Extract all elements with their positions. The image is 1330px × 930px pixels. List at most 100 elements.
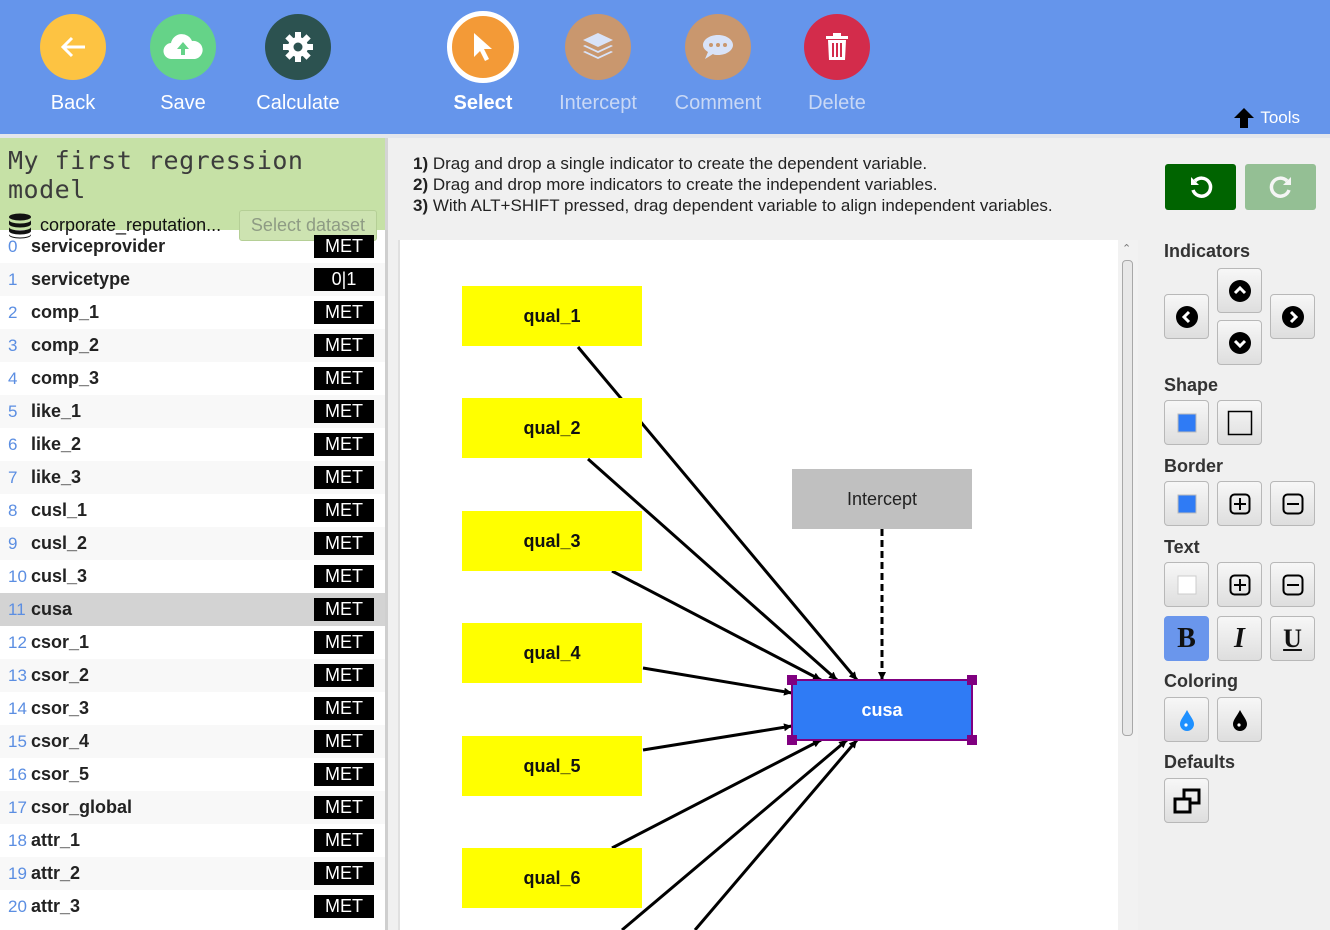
text-size-increase-button[interactable] [1217,562,1262,607]
variable-type-badge[interactable]: MET [314,433,374,456]
move-down-button[interactable] [1217,320,1262,365]
variable-type-badge[interactable]: MET [314,532,374,555]
model-canvas[interactable]: qual_1 qual_2 qual_3 qual_4 qual_5 qual_6 Inte… [398,240,1118,930]
shape-fill-button[interactable] [1164,400,1209,445]
redo-button[interactable] [1245,164,1316,210]
text-color-button[interactable] [1164,562,1209,607]
variable-type-badge[interactable]: MET [314,730,374,753]
move-up-button[interactable] [1217,268,1262,313]
regression-path-arrow[interactable] [587,457,838,682]
calculate-button[interactable]: Calculate [243,14,353,115]
variable-type-badge[interactable]: MET [314,598,374,621]
select-tool-button[interactable]: Select [428,11,538,115]
independent-variable-node[interactable]: qual_3 [462,511,642,571]
tools-toggle[interactable]: Tools [1232,106,1300,130]
variable-type-badge[interactable]: MET [314,697,374,720]
independent-variable-node[interactable]: qual_1 [462,286,642,346]
canvas-scrollbar[interactable]: ⌃ [1118,240,1138,930]
independent-variable-node[interactable]: qual_2 [462,398,642,458]
move-right-button[interactable] [1270,294,1315,339]
variable-type-badge[interactable]: MET [314,499,374,522]
resize-handle[interactable] [967,675,977,685]
border-color-button[interactable] [1164,481,1209,526]
intercept-tool-button[interactable]: Intercept [543,14,653,115]
border-decrease-button[interactable] [1270,481,1315,526]
delete-tool-button[interactable]: Delete [782,14,892,115]
delete-label: Delete [808,92,866,114]
variable-type-badge[interactable]: MET [314,829,374,852]
regression-path-arrow[interactable] [642,723,793,752]
variable-type-badge[interactable]: MET [314,796,374,819]
variable-name: like_1 [31,401,82,421]
variable-type-badge[interactable]: MET [314,301,374,324]
path-diagram[interactable]: qual_1 qual_2 qual_3 qual_4 qual_5 qual_6 Inte… [400,240,1120,930]
scroll-up-icon[interactable]: ⌃ [1122,243,1132,255]
variable-type-badge[interactable]: MET [314,235,374,258]
independent-variable-node[interactable]: qual_4 [462,623,642,683]
variable-name: cusl_3 [31,566,88,586]
border-increase-button[interactable] [1217,481,1262,526]
regression-path-arrow[interactable] [693,739,859,930]
variable-type-badge[interactable]: MET [314,895,374,918]
variable-type-badge[interactable]: MET [314,631,374,654]
move-left-button[interactable] [1164,294,1209,339]
variable-type-badge[interactable]: MET [314,565,374,588]
variable-type-badge[interactable]: MET [314,334,374,357]
underline-button[interactable]: U [1270,616,1315,661]
comment-tool-button[interactable]: Comment [663,14,773,115]
scrollbar-thumb[interactable] [1122,260,1133,736]
italic-button[interactable]: I [1217,616,1262,661]
resize-handle[interactable] [787,735,797,745]
intercept-label: Intercept [559,92,637,114]
dependent-variable-node[interactable]: cusa [787,675,977,745]
undo-button[interactable] [1165,164,1236,210]
variable-type-badge[interactable]: MET [314,466,374,489]
bold-button[interactable]: B [1164,616,1209,661]
text-size-decrease-button[interactable] [1270,562,1315,607]
save-button[interactable]: Save [128,14,238,115]
resize-handle[interactable] [787,675,797,685]
restore-defaults-button[interactable] [1164,778,1209,823]
regression-path-arrow[interactable] [621,738,848,930]
regression-path-arrow[interactable] [611,569,822,682]
panel-divider[interactable] [385,230,388,930]
regression-path-arrow[interactable] [642,666,793,696]
independent-variable-node[interactable]: qual_5 [462,736,642,796]
back-button[interactable]: Back [18,14,128,115]
color-mode-black-button[interactable] [1217,697,1262,742]
variable-type-badge[interactable]: 0|1 [314,268,374,291]
variable-type-badge[interactable]: MET [314,763,374,786]
regression-path-arrow[interactable] [611,738,822,850]
variable-type-badge[interactable]: MET [314,862,374,885]
variable-type-badge[interactable]: MET [314,400,374,423]
variable-type-badge[interactable]: MET [314,664,374,687]
color-mode-blue-button[interactable] [1164,697,1209,742]
resize-handle[interactable] [967,735,977,745]
variable-type-badge[interactable]: MET [314,367,374,390]
shape-outline-button[interactable] [1217,400,1262,445]
independent-variable-node[interactable]: qual_6 [462,848,642,908]
intercept-node[interactable]: Intercept [792,469,972,529]
